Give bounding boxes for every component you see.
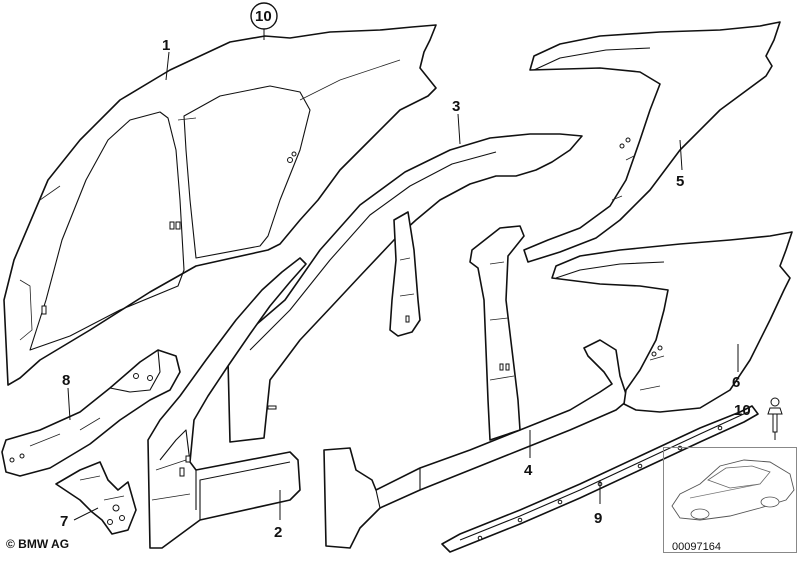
callout-5: 5 — [676, 173, 684, 190]
part-1-side-frame[interactable] — [3, 24, 437, 386]
vehicle-thumbnail-frame — [663, 447, 797, 553]
part-2-pillar-sill[interactable] — [147, 257, 307, 549]
part-9-sill-strip[interactable] — [441, 405, 759, 553]
callout-10-box: 10 — [734, 402, 751, 419]
callout-7: 7 — [60, 513, 68, 530]
rivet-icon[interactable] — [767, 397, 783, 440]
callout-3: 3 — [452, 98, 460, 115]
callout-10-top: 10 — [255, 8, 272, 25]
part-4-bpillar-sill[interactable] — [323, 225, 629, 549]
part-8-reinforcement[interactable] — [1, 349, 181, 477]
part-6-rear-quarter-outer[interactable] — [551, 231, 793, 413]
copyright-label: © BMW AG — [6, 537, 70, 551]
callout-6: 6 — [732, 374, 740, 391]
part-7-bracket[interactable] — [55, 461, 137, 535]
callout-9: 9 — [594, 510, 602, 527]
callout-4: 4 — [524, 462, 533, 479]
vehicle-thumbnail — [671, 459, 795, 521]
callout-1: 1 — [162, 37, 170, 54]
part-3-outer-frame[interactable] — [227, 133, 583, 443]
callout-2: 2 — [274, 524, 282, 541]
callout-8: 8 — [62, 372, 70, 389]
part-5-rear-quarter-inner[interactable] — [523, 21, 781, 263]
document-number: 00097164 — [672, 541, 721, 553]
